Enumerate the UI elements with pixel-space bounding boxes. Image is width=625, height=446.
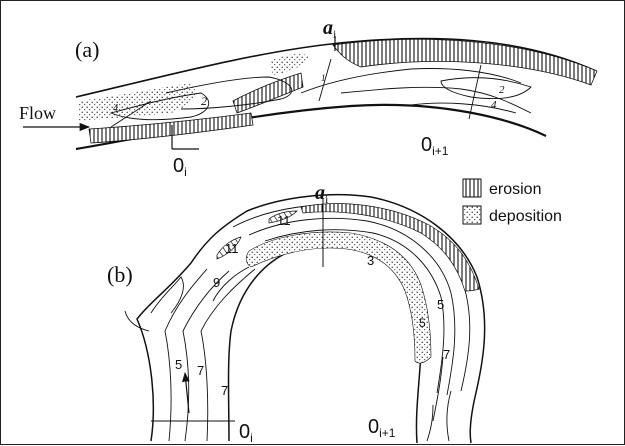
panel-a-label: (a) [75, 37, 99, 62]
bend-inner-bank [229, 243, 422, 443]
contour-number-a-5: 4 [491, 99, 497, 111]
flow-label: Flow [19, 103, 56, 123]
contour-number-b-5-inner: 5 [419, 316, 426, 330]
contour-number-b-7-lower: 7 [221, 383, 228, 398]
legend-deposition-label: deposition [489, 208, 562, 225]
deposition-zone-a-crossing [269, 54, 311, 75]
contour-number-a-4: 2 [499, 84, 505, 96]
contour-number-b-7-right: 7 [443, 347, 450, 362]
panel-a: (a) 4 2 1 2 4 Flow [19, 17, 597, 179]
section-0i1-label-b: 0i+1 [368, 416, 396, 440]
section-0i1-label-a: 0i+1 [421, 134, 449, 158]
panel-b: (b) [107, 182, 485, 445]
deposition-point-bar [246, 232, 431, 363]
contour-number-a-3: 1 [321, 73, 326, 83]
contour-number-b-5-left: 5 [175, 357, 182, 372]
section-0i-label-b: 0i [239, 421, 253, 445]
contour-number-b-7-left: 7 [197, 363, 204, 378]
contour-number-b-11-left: 11 [225, 241, 239, 256]
contour-number-b-3: 3 [367, 253, 374, 268]
legend-deposition-swatch [463, 206, 481, 224]
deposition-zone-a-upstream [79, 83, 195, 121]
bend-contours-left [125, 267, 255, 441]
section-0i-label-a: 0i [173, 155, 187, 179]
contour-number-b-9: 9 [213, 275, 220, 290]
section-ai-label-b: ai [315, 182, 329, 206]
contour-number-a-2: 2 [201, 94, 207, 108]
legend-erosion-swatch [463, 179, 481, 197]
contour-number-a-1: 4 [113, 103, 118, 114]
contour-number-b-5-right: 5 [437, 297, 444, 312]
legend-erosion-label: erosion [489, 181, 541, 198]
section-ai-label-a: ai [323, 17, 337, 41]
legend: erosion deposition [463, 179, 562, 225]
panel-b-label: (b) [107, 262, 133, 287]
contour-number-b-11-top: 11 [277, 213, 291, 228]
